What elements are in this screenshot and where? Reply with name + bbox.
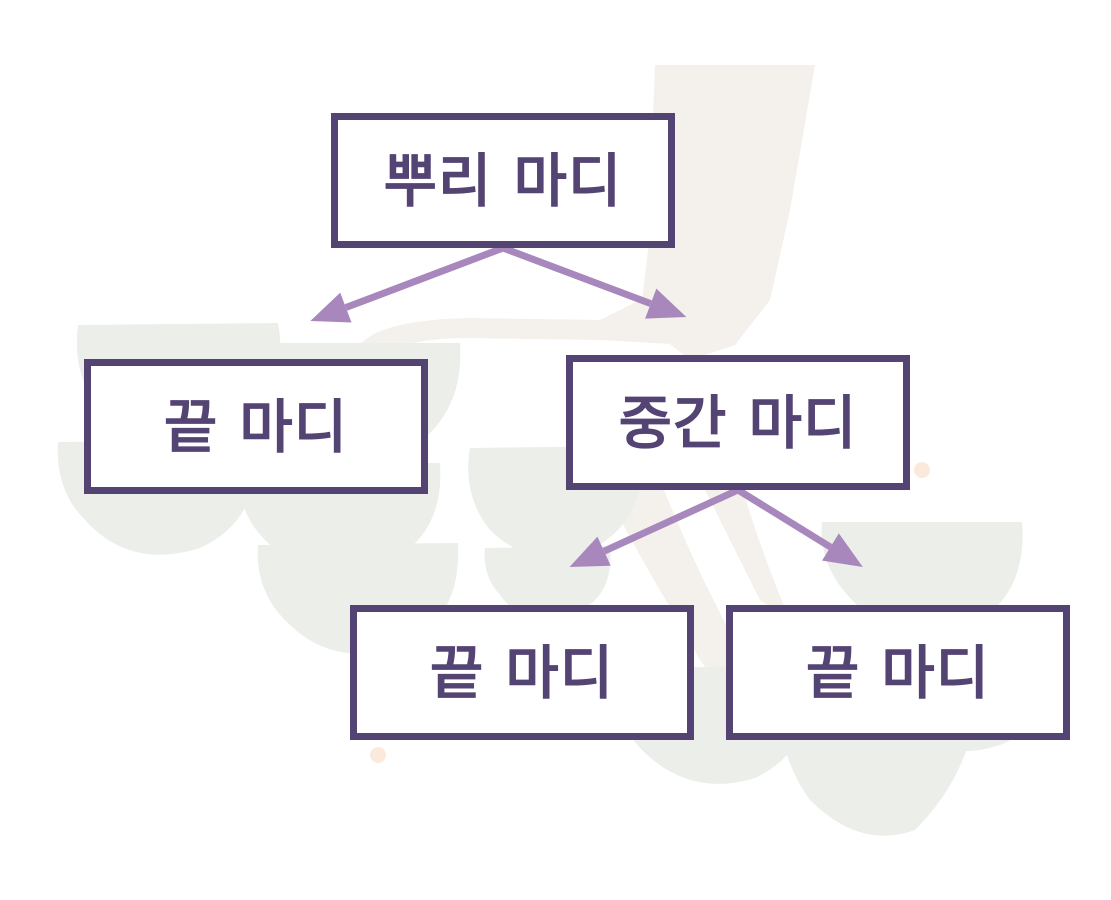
- leaf-node-box-bottom-right: 끝 마디: [726, 605, 1070, 740]
- leaf-node-label-bottom-left: 끝 마디: [429, 638, 615, 707]
- arrow-head-root-to-leaf_1: [310, 292, 352, 323]
- leaf-node-label-left: 끝 마디: [163, 392, 349, 461]
- root-node-box: 뿌리 마디: [331, 113, 675, 248]
- arrow-head-middle-to-leaf_3: [822, 533, 863, 567]
- leaf-node-box-left: 끝 마디: [84, 359, 428, 494]
- tree-trunk: [360, 65, 815, 700]
- arrow-head-root-to-middle: [645, 288, 687, 319]
- leaf-node-label-bottom-right: 끝 마디: [805, 638, 991, 707]
- arrow-line-root-to-middle: [501, 244, 652, 307]
- arrow-line-root-to-leaf_1: [344, 244, 505, 311]
- middle-node-label: 중간 마디: [618, 388, 858, 457]
- arrow-line-middle-to-leaf_2: [602, 486, 740, 555]
- root-node-label: 뿌리 마디: [383, 146, 623, 215]
- middle-node-box: 중간 마디: [566, 355, 910, 490]
- leaf-node-box-bottom-left: 끝 마디: [350, 605, 694, 740]
- arrow-line-middle-to-leaf_3: [736, 487, 833, 551]
- arrow-head-middle-to-leaf_2: [569, 536, 611, 567]
